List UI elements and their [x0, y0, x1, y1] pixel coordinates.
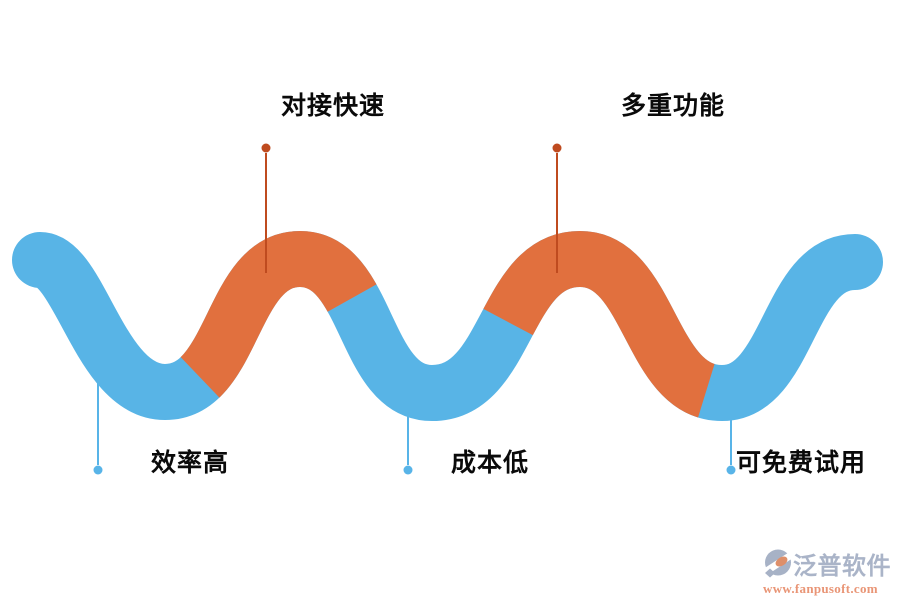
- callout-dot: [552, 143, 562, 153]
- callout-label-feature-3: 效率高: [150, 449, 230, 477]
- callout-label-feature-4: 成本低: [450, 449, 530, 477]
- fanpu-logo-icon: [763, 548, 793, 577]
- callout-dot: [403, 465, 413, 475]
- callout-dot: [93, 465, 103, 475]
- brand-watermark: 泛普软件 www.fanpusoft.com: [763, 546, 895, 597]
- brand-name: 泛普软件: [793, 553, 891, 580]
- callout-label-feature-5: 可免费试用: [735, 449, 867, 477]
- callout-label-feature-2: 多重功能: [620, 92, 726, 120]
- callout-dot: [726, 465, 736, 475]
- wave-base: [12, 230, 883, 422]
- callout-dot: [261, 143, 271, 153]
- callout-label-feature-1: 对接快速: [280, 92, 386, 120]
- brand-url: www.fanpusoft.com: [763, 581, 878, 596]
- top-leader-lines: [261, 143, 562, 273]
